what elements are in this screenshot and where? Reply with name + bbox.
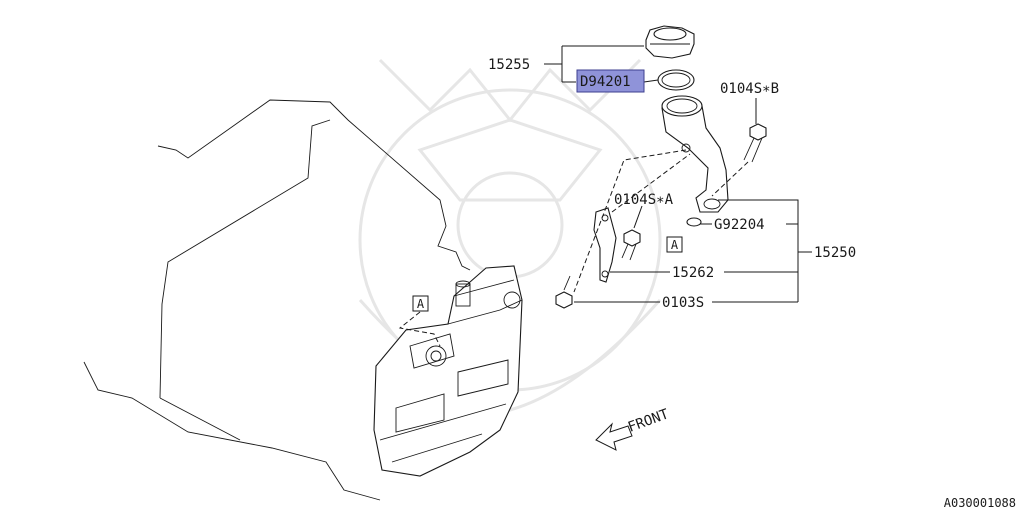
assembly-dashed-lines (573, 149, 691, 293)
ref-marker-pipe: A (666, 236, 683, 253)
callout-15255: 15255 (488, 57, 530, 73)
oil-filler-pipe (661, 95, 729, 213)
oil-filler-cap (645, 25, 695, 59)
callout-0103s: 0103S (662, 295, 704, 311)
callout-d94201[interactable]: D94201 (580, 74, 631, 90)
callout-labels: 15255 D94201 0104S∗B 0104S∗A G92204 1525… (488, 57, 856, 311)
front-label: FRONT (626, 406, 672, 436)
highlight-box (576, 69, 645, 93)
callout-15262: 15262 (672, 265, 714, 281)
bracket (593, 207, 617, 283)
engine-block-outline (83, 99, 471, 501)
callout-g92204: G92204 (714, 217, 765, 233)
callout-15250: 15250 (814, 245, 856, 261)
figure-code: A030001088 (944, 496, 1016, 510)
callout-0104s-a: 0104S∗A (614, 192, 674, 208)
ref-label-a-pipe: A (671, 238, 679, 252)
gasket-ring (657, 69, 695, 91)
ref-label-a-engine: A (417, 297, 425, 311)
front-arrow-icon (595, 422, 633, 451)
ref-marker-engine: A (398, 295, 441, 347)
leader-lines (544, 45, 812, 303)
front-indicator: FRONT (595, 406, 672, 451)
bolt-0103s (555, 275, 573, 309)
callout-0104s-b: 0104S∗B (720, 81, 779, 97)
engine-head (373, 265, 523, 477)
bolt-0104s-b (711, 123, 767, 197)
o-ring (686, 217, 702, 227)
bolt-0104s-a (621, 229, 641, 261)
